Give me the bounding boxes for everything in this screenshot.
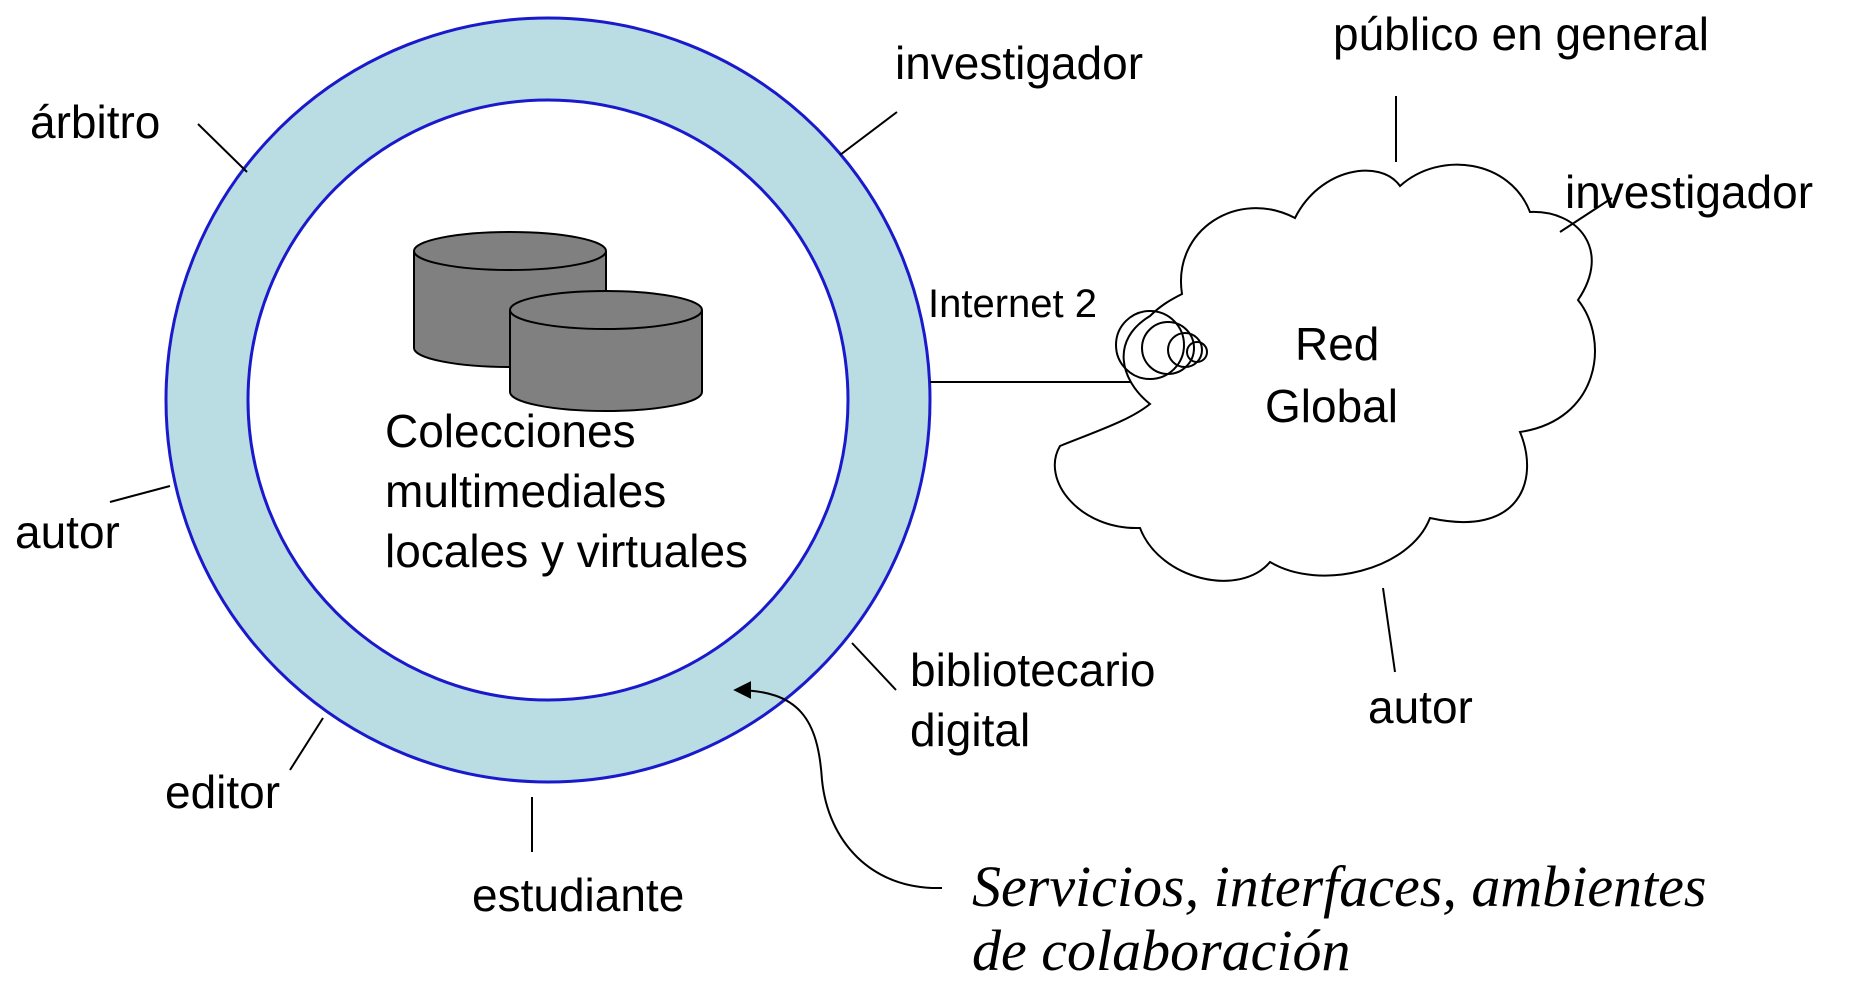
role-global-autor: autor [1368,681,1473,733]
leader-global-investigador [1559,197,1613,233]
leader-arbitro [197,123,248,173]
role-autor: autor [15,506,120,558]
leader-bibliotecario [851,642,897,691]
role-bibliotecario-line1: bibliotecario [910,644,1155,696]
leader-global-autor [1382,587,1396,673]
role-publico-en-general: público en general [1333,8,1709,60]
global-title-line2: Global [1265,380,1398,432]
role-bibliotecario-line2: digital [910,704,1030,756]
caption-line2: de colaboración [972,918,1351,982]
caption-line1: Servicios, interfaces, ambientes [972,854,1707,919]
global-network-cloud [1053,163,1596,582]
collections-label-line3: locales y virtuales [385,525,748,577]
role-arbitro: árbitro [30,96,160,148]
internet2-label: Internet 2 [928,282,1097,326]
caption-arrow [733,681,943,890]
role-editor: editor [165,766,280,818]
collections-label-line1: Colecciones [385,405,636,457]
leader-autor [109,485,171,503]
collections-label-line2: multimediales [385,465,666,517]
role-estudiante: estudiante [472,869,684,921]
role-investigador: investigador [895,37,1143,89]
link-bubbles [1115,310,1208,380]
role-global-investigador: investigador [1565,166,1813,218]
database-icon [413,231,703,412]
leader-investigador [839,111,898,156]
leader-editor [289,717,324,771]
global-title-line1: Red [1295,318,1379,370]
